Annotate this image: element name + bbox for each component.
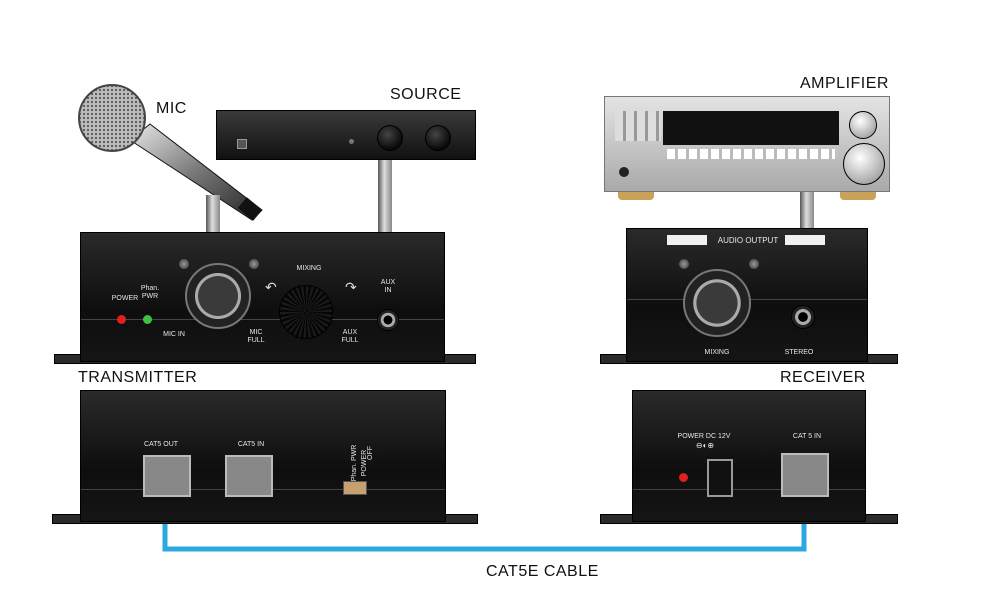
amplifier-device <box>604 96 890 192</box>
cable-label: CAT5E CABLE <box>486 563 599 580</box>
screw <box>749 259 759 269</box>
phan-power-switch <box>343 481 367 495</box>
mic-label: MIC <box>156 100 187 117</box>
source-label: SOURCE <box>390 86 462 103</box>
source-knob-2 <box>425 125 451 151</box>
cat5-out-port <box>143 455 191 497</box>
dc-power-jack <box>707 459 733 497</box>
power-led <box>117 315 126 324</box>
cat5-in-label: CAT5 IN <box>237 441 265 448</box>
label-strip-left <box>667 235 707 245</box>
screw <box>679 259 689 269</box>
screw <box>179 259 189 269</box>
cable-line <box>162 522 807 552</box>
transmitter-label: TRANSMITTER <box>78 369 198 386</box>
source-device <box>216 110 476 160</box>
mic-in-label: MIC IN <box>163 331 185 338</box>
off-label: OFF <box>367 446 374 460</box>
cat5-out-label: CAT5 OUT <box>143 441 179 448</box>
amplifier-display <box>663 111 839 145</box>
stereo-jack <box>791 305 815 329</box>
cat5-in-port <box>225 455 273 497</box>
source-power-button <box>237 139 247 149</box>
phan-led <box>143 315 152 324</box>
label-strip-right <box>785 235 825 245</box>
mixing-output-label: MIXING <box>704 349 730 356</box>
amplifier-stand-post <box>800 190 814 232</box>
arrow-left-icon: ↶ <box>265 279 277 295</box>
mic-stand-post <box>206 195 220 235</box>
amplifier-label: AMPLIFIER <box>800 75 889 92</box>
receiver-back: POWER DC 12V ⊖◐⊕ CAT 5 IN <box>632 390 866 522</box>
power-label: POWER <box>111 295 139 302</box>
aux-in-jack <box>377 309 399 331</box>
receiver-front: AUDIO OUTPUT MIXING STEREO <box>626 228 868 362</box>
microphone-icon <box>78 84 263 221</box>
source-stand-post <box>378 155 392 235</box>
amplifier-headphone-jack <box>619 167 629 177</box>
mixing-knob <box>279 285 333 339</box>
receiver-power-led <box>679 473 688 482</box>
mic-full-label: MIC FULL <box>247 329 265 344</box>
mixing-label: MIXING <box>296 265 322 272</box>
aux-in-label: AUX IN <box>380 279 396 294</box>
audio-output-label: AUDIO OUTPUT <box>717 236 779 245</box>
power-dc-label: POWER DC 12V <box>677 433 731 440</box>
cat5-in-receiver-label: CAT 5 IN <box>792 433 822 440</box>
polarity-icon: ⊖◐⊕ <box>695 441 715 450</box>
source-knob-1 <box>377 125 403 151</box>
source-jack <box>349 139 354 144</box>
aux-full-label: AUX FULL <box>341 329 359 344</box>
stereo-label: STEREO <box>784 349 814 356</box>
receiver-xlr-jack <box>683 269 751 337</box>
arrow-right-icon: ↷ <box>345 279 357 295</box>
cat5-in-receiver-port <box>781 453 829 497</box>
transmitter-front: POWER Phan. PWR MIC IN MIXING ↶ ↷ MIC FU… <box>80 232 445 362</box>
amplifier-foot-left <box>618 192 654 200</box>
amplifier-buttons <box>667 149 835 159</box>
amplifier-volume-knob <box>843 143 885 185</box>
amplifier-foot-right <box>840 192 876 200</box>
phan-pwr-label: Phan. PWR <box>140 285 160 300</box>
amplifier-keypad <box>615 111 661 141</box>
amplifier-knob-small <box>849 111 877 139</box>
transmitter-back: CAT5 OUT CAT5 IN Phan. PWR POWER OFF <box>80 390 446 522</box>
receiver-label: RECEIVER <box>780 369 866 386</box>
screw <box>249 259 259 269</box>
mic-in-xlr-jack <box>185 263 251 329</box>
